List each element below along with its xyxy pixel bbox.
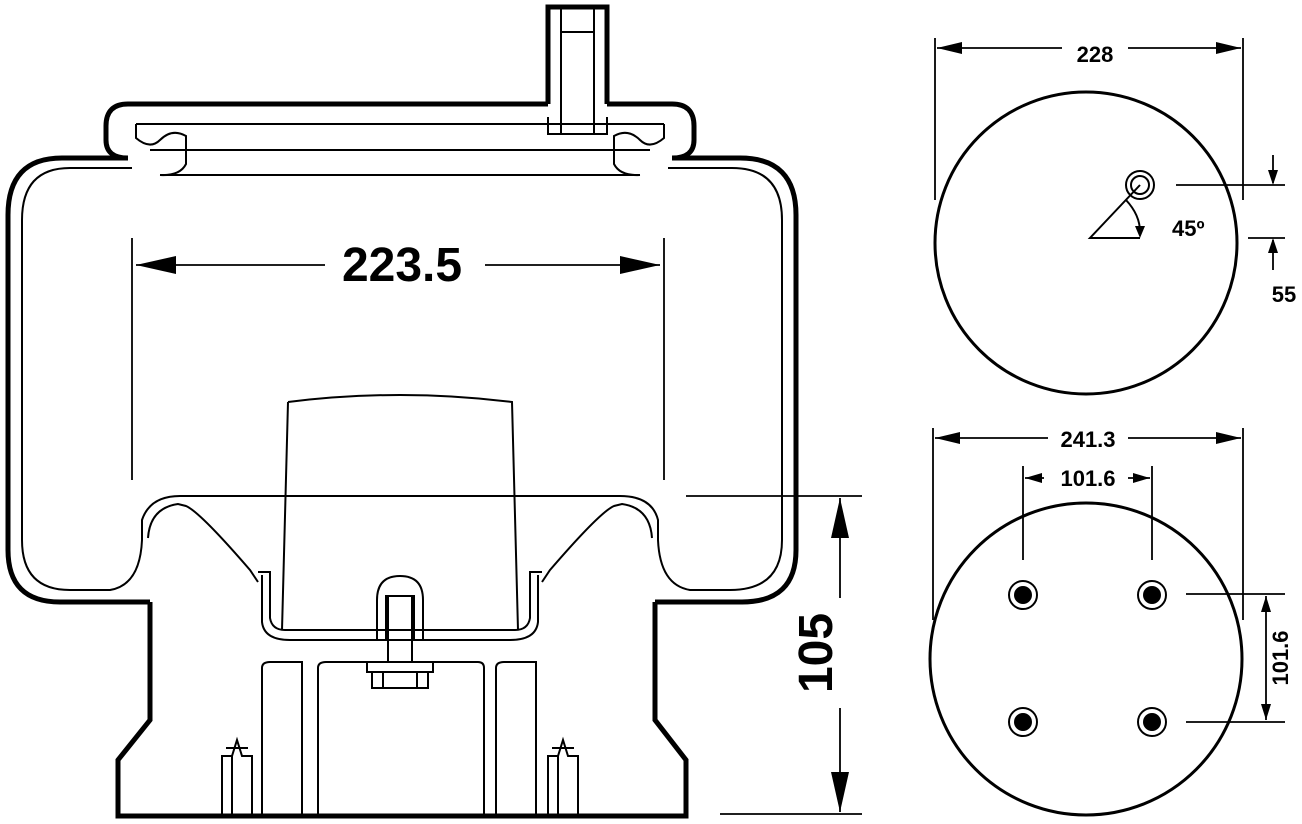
width-dimension: [131, 238, 665, 480]
locating-pin-right: [547, 736, 579, 816]
bumper: [281, 394, 519, 631]
bottom-diameter-label: 241.3: [1060, 427, 1115, 452]
width-label: 223.5: [342, 239, 462, 292]
piston-ribs: [261, 661, 537, 816]
angle-label: 45º: [1172, 216, 1205, 241]
piston-cup: [258, 571, 542, 641]
center-stud: [376, 574, 424, 663]
bottom-plate-circle: [928, 501, 1244, 817]
side-view: 223.5 105: [5, 4, 862, 819]
top-plate-circle: [933, 90, 1239, 396]
top-diameter-label: 228: [1077, 42, 1114, 67]
mounting-hole-icon: [1137, 580, 1167, 610]
bellows-inner: [21, 167, 783, 591]
height-dimension: [686, 495, 862, 815]
locating-pin-left: [221, 736, 253, 816]
offset-label: 55: [1272, 282, 1296, 307]
bolt-spacing-y-label: 101.6: [1268, 630, 1293, 685]
mounting-hole-icon: [1008, 707, 1038, 737]
air-inlet-stem: [545, 4, 610, 104]
top-view: 228 45º 55: [933, 38, 1296, 396]
piston-body: [115, 602, 689, 819]
height-label: 105: [790, 613, 843, 693]
inlet-hole-icon: [1125, 170, 1155, 200]
mounting-hole-icon: [1008, 580, 1038, 610]
bolt-spacing-x-label: 101.6: [1060, 466, 1115, 491]
mounting-hole-icon: [1137, 707, 1167, 737]
bellows-outer: [5, 155, 799, 605]
bottom-view: 241.3 101.6 101.6: [928, 427, 1293, 817]
